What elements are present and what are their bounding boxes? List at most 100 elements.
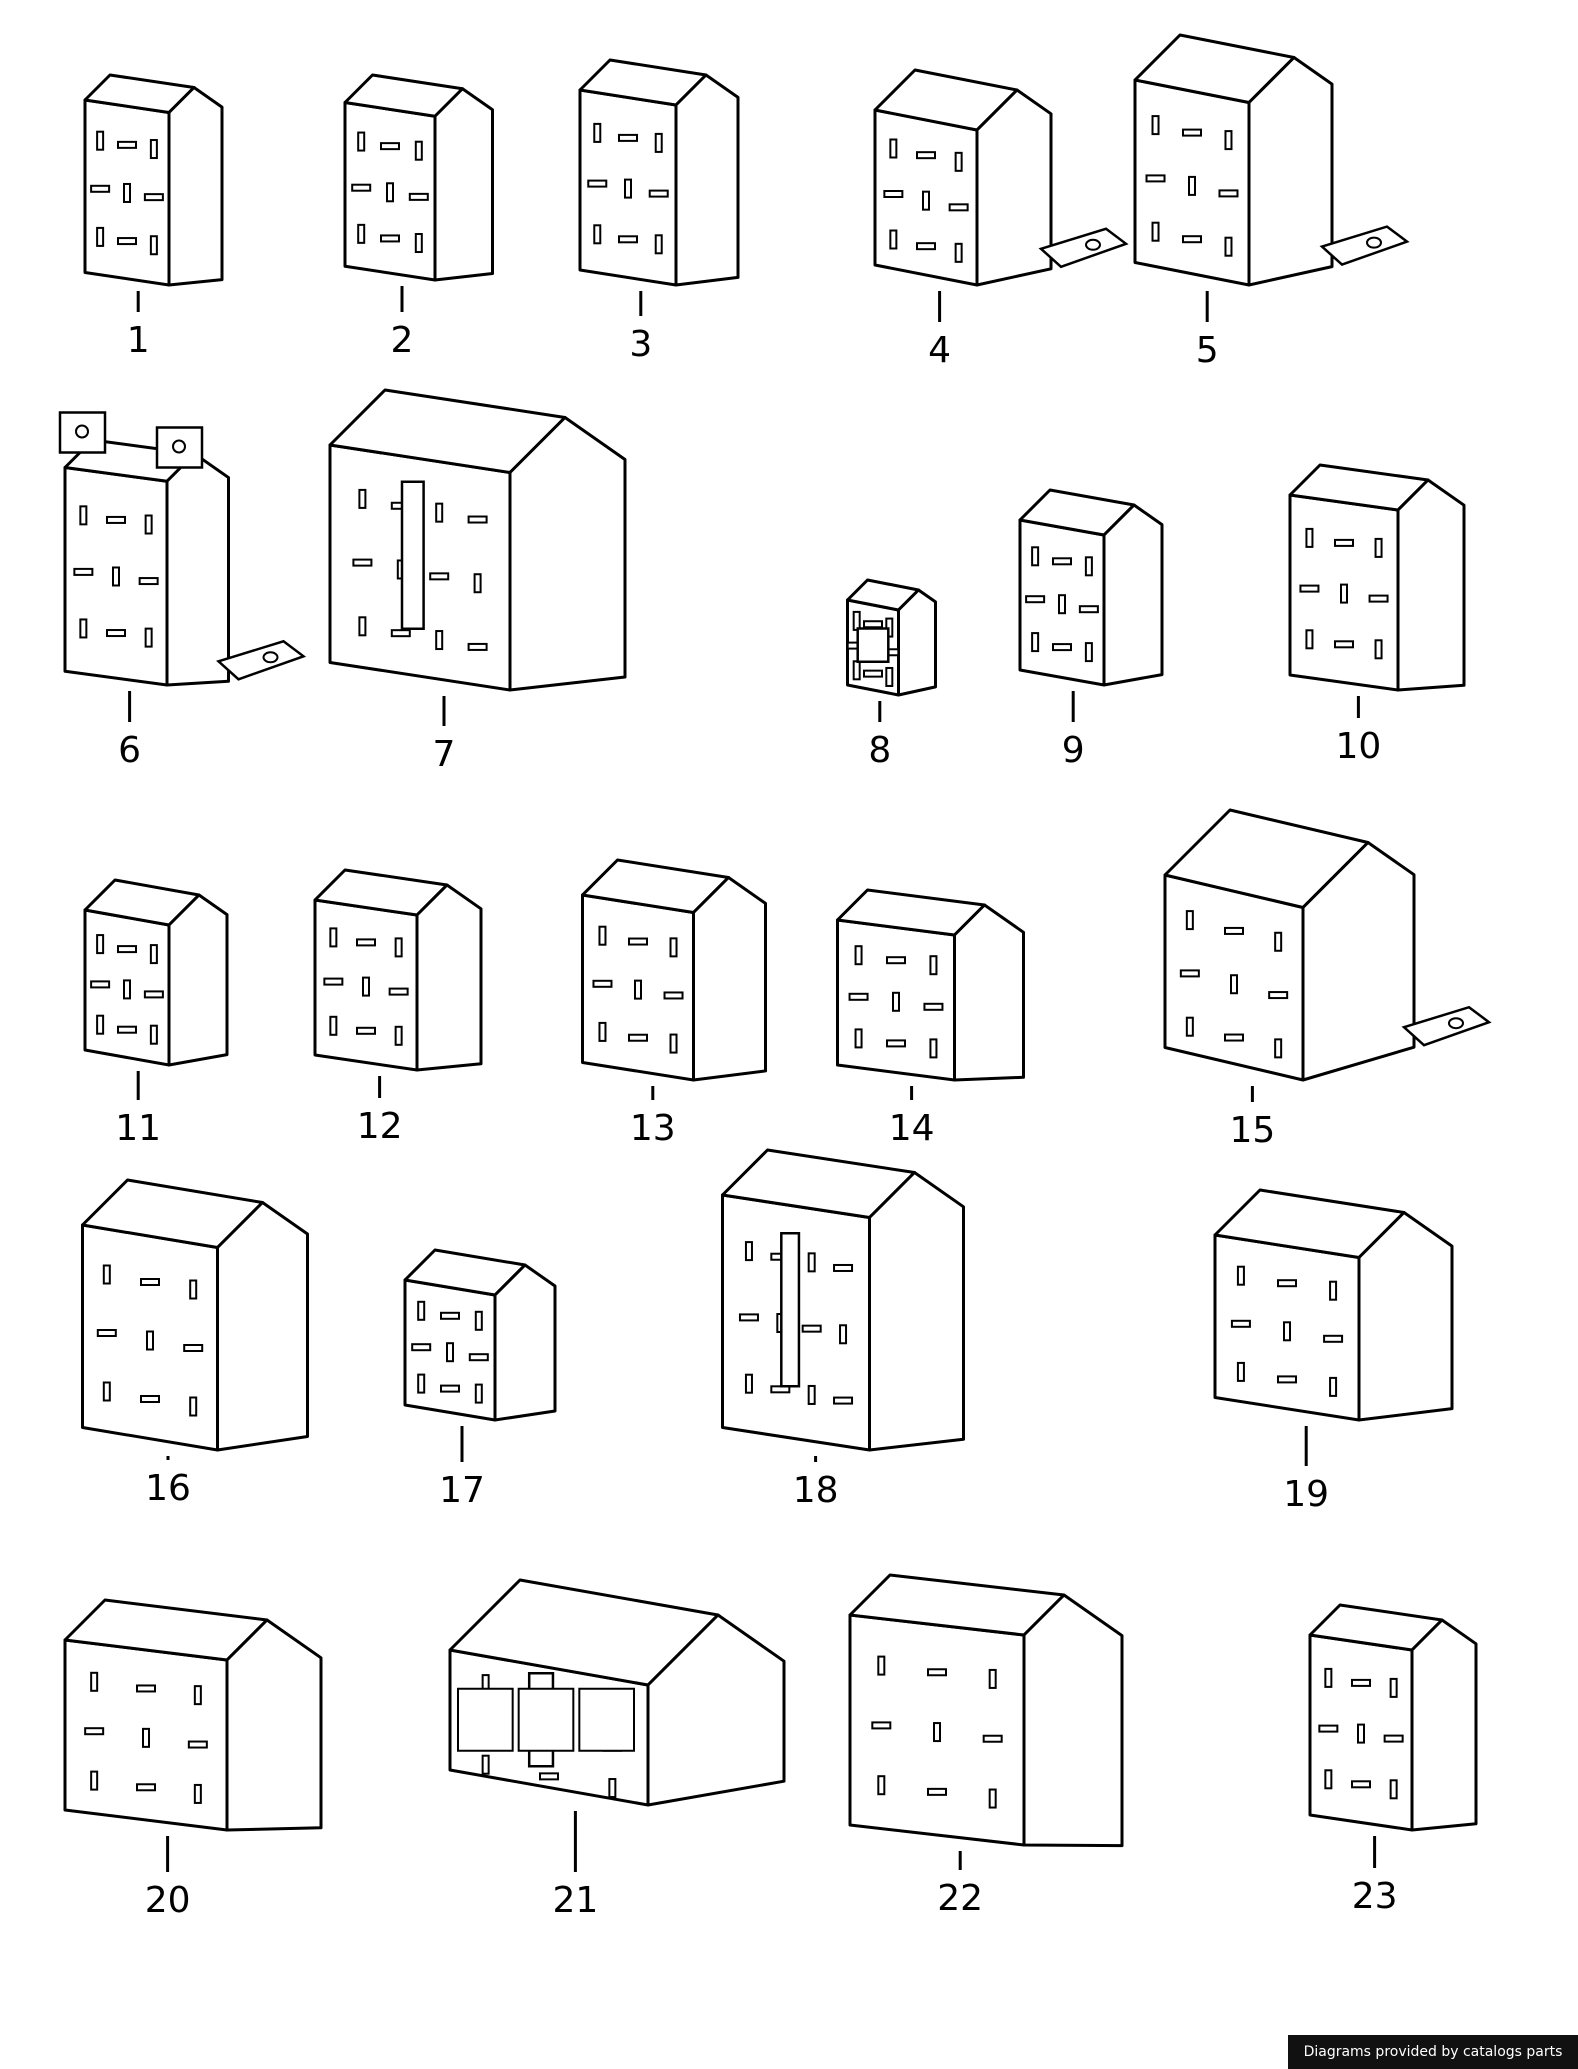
terminal-slot xyxy=(954,151,963,172)
terminal-slot xyxy=(1324,1769,1333,1790)
terminal-slot xyxy=(807,1384,816,1405)
terminal-slot xyxy=(467,642,488,651)
part-1: 1 xyxy=(83,73,224,361)
terminal-slot xyxy=(1274,931,1283,952)
side-face xyxy=(167,86,224,287)
terminal-slot xyxy=(1058,594,1066,615)
terminal-slot xyxy=(142,1727,150,1748)
side-face xyxy=(953,903,1025,1082)
part-15: 15 xyxy=(1163,808,1492,1151)
terminal-slot xyxy=(889,138,898,159)
nut-hole xyxy=(75,424,89,439)
part-9: 9 xyxy=(1018,488,1164,771)
part-5: 5 xyxy=(1133,33,1410,371)
terminal-slot xyxy=(927,1787,947,1796)
terminal-slot xyxy=(440,1384,460,1393)
terminal-slot xyxy=(358,488,367,509)
terminal-slot xyxy=(982,1734,1003,1743)
terminal-slot xyxy=(146,1330,154,1351)
terminal-slot xyxy=(435,630,444,651)
terminal-slot xyxy=(189,1279,198,1300)
terminal-slot xyxy=(744,1373,753,1394)
side-face xyxy=(216,1201,309,1452)
nut-tab xyxy=(58,411,107,454)
terminal-slot xyxy=(329,927,338,948)
terminal-slot xyxy=(329,1015,338,1036)
terminal-slot xyxy=(1025,595,1046,604)
part-number-label: 12 xyxy=(357,1106,403,1147)
part-14: 14 xyxy=(836,888,1025,1149)
terminal-slot xyxy=(1230,974,1238,995)
terminal-slot xyxy=(634,979,642,1000)
side-face xyxy=(1301,841,1416,1082)
terminal-slot xyxy=(390,629,411,638)
terminal-slot xyxy=(429,572,450,581)
terminal-slot xyxy=(1052,557,1072,566)
terminal-slot xyxy=(474,1310,483,1331)
side-face xyxy=(1357,1211,1454,1422)
terminal-slot xyxy=(1340,583,1348,604)
terminal-slot xyxy=(954,242,963,263)
terminal-slot xyxy=(467,515,488,524)
part-number-label: 22 xyxy=(937,1878,983,1919)
terminal-slot xyxy=(117,945,137,954)
terminal-slot xyxy=(1277,1375,1297,1384)
terminal-slot xyxy=(96,130,105,151)
terminal-slot xyxy=(193,1783,202,1804)
terminal-slot xyxy=(1318,1724,1339,1733)
side-face xyxy=(1396,478,1466,692)
terminal-slot xyxy=(380,234,400,243)
side-face xyxy=(1022,1593,1124,1848)
terminal-slot xyxy=(473,573,482,594)
terminal-slot xyxy=(618,235,638,244)
terminal-slot xyxy=(892,991,900,1012)
part-number-label: 1 xyxy=(127,320,150,361)
terminal-slot xyxy=(587,179,608,188)
terminal-slot xyxy=(138,577,159,586)
terminal-slot xyxy=(102,1381,111,1402)
terminal-slot xyxy=(1185,910,1194,931)
side-face xyxy=(225,1618,323,1832)
terminal-slot xyxy=(916,151,936,160)
terminal-slot xyxy=(1151,221,1160,242)
terminal-slot xyxy=(852,660,861,681)
terminal-slot xyxy=(886,1039,906,1048)
terminal-slot xyxy=(883,190,904,198)
terminal-slot xyxy=(1323,1334,1344,1343)
mounting-hole xyxy=(1366,236,1382,249)
terminal-slot xyxy=(738,1313,759,1322)
terminal-slot xyxy=(1084,556,1093,577)
terminal-slot xyxy=(669,937,678,958)
side-face xyxy=(674,73,740,287)
part-number-label: 5 xyxy=(1196,330,1219,371)
terminal-slot xyxy=(1268,991,1289,1000)
terminal-slot xyxy=(144,514,153,535)
part-8: 8 xyxy=(846,578,937,771)
part-number-label: 10 xyxy=(1335,726,1381,767)
terminal-slot xyxy=(1224,926,1244,935)
part-number-label: 23 xyxy=(1352,1876,1398,1917)
terminal-slot xyxy=(187,1740,208,1749)
credit-badge: Diagrams provided by catalogs parts xyxy=(1288,2035,1578,2069)
terminal-slot xyxy=(1274,1038,1283,1059)
terminal-slot xyxy=(140,1395,160,1403)
terminal-slot xyxy=(1357,1723,1365,1744)
terminal-slot xyxy=(1351,1780,1371,1789)
terminal-slot xyxy=(144,627,153,648)
terminal-slot xyxy=(801,1324,822,1333)
terminal-slot xyxy=(988,1788,997,1809)
terminal-slot xyxy=(922,190,930,211)
part-number-label: 4 xyxy=(928,330,951,371)
terminal-slot xyxy=(356,938,376,947)
terminal-slot xyxy=(136,1684,156,1693)
terminal-slot xyxy=(988,1668,997,1689)
terminal-slot xyxy=(871,1721,892,1730)
side-face xyxy=(165,452,230,687)
terminal-slot xyxy=(84,1727,105,1736)
terminal-slot xyxy=(833,1263,854,1272)
terminal-slot xyxy=(1218,189,1239,198)
terminal-slot xyxy=(323,977,344,986)
terminal-slot xyxy=(1182,128,1202,137)
terminal-slot xyxy=(1052,643,1072,652)
